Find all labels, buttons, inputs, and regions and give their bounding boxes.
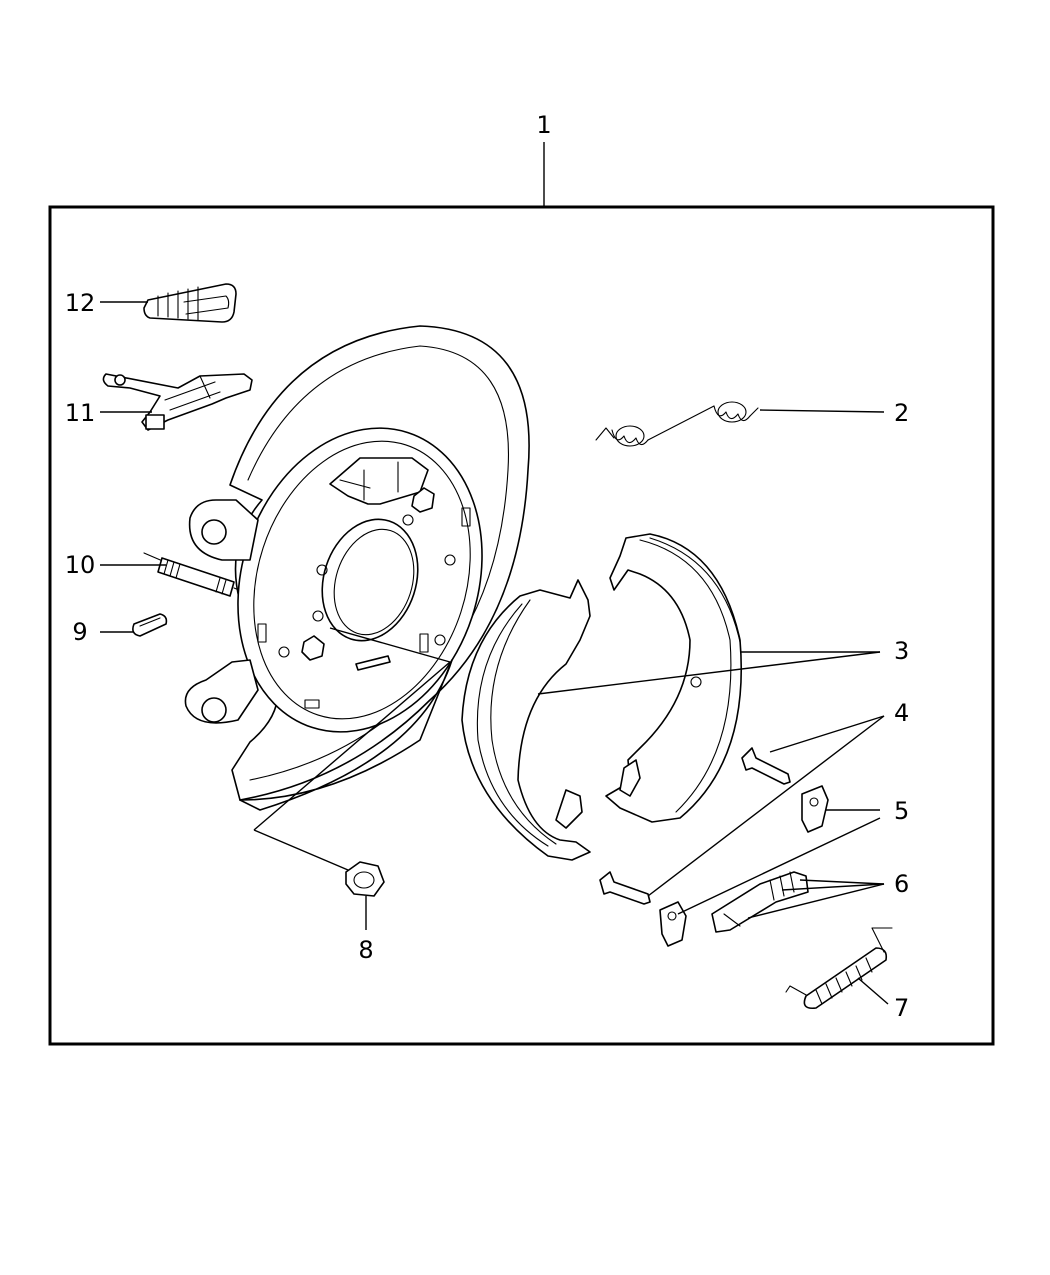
callout-8: 8 [358,936,373,964]
callout-6: 6 [894,870,909,898]
callout-4: 4 [894,699,909,727]
callout-2: 2 [894,399,909,427]
callout-3: 3 [894,637,909,665]
part-9-clip [132,613,168,637]
part-4-pins [599,747,791,905]
backing-plate [229,325,530,811]
part-3-shoe-left [461,579,591,861]
callout-12: 12 [65,289,96,317]
part-8-nut [345,861,385,897]
part-10-pin [143,552,245,597]
callouts: 1 2 3 4 5 6 7 8 9 10 11 12 [65,111,910,1022]
part-11-lever [102,373,253,431]
leader-lines [100,142,889,1005]
callout-1: 1 [536,111,551,139]
part-3-shoe-right [605,533,743,823]
callout-5: 5 [894,797,909,825]
knuckle [184,499,259,724]
part-2-spring [595,401,759,447]
part-12-boot [143,283,237,323]
callout-11: 11 [65,399,96,427]
kit-frame [48,205,995,1046]
callout-9: 9 [72,618,87,646]
part-7-spring [785,927,893,1010]
callout-10: 10 [65,551,96,579]
callout-7: 7 [894,994,909,1022]
part-6-adjuster [711,871,809,933]
